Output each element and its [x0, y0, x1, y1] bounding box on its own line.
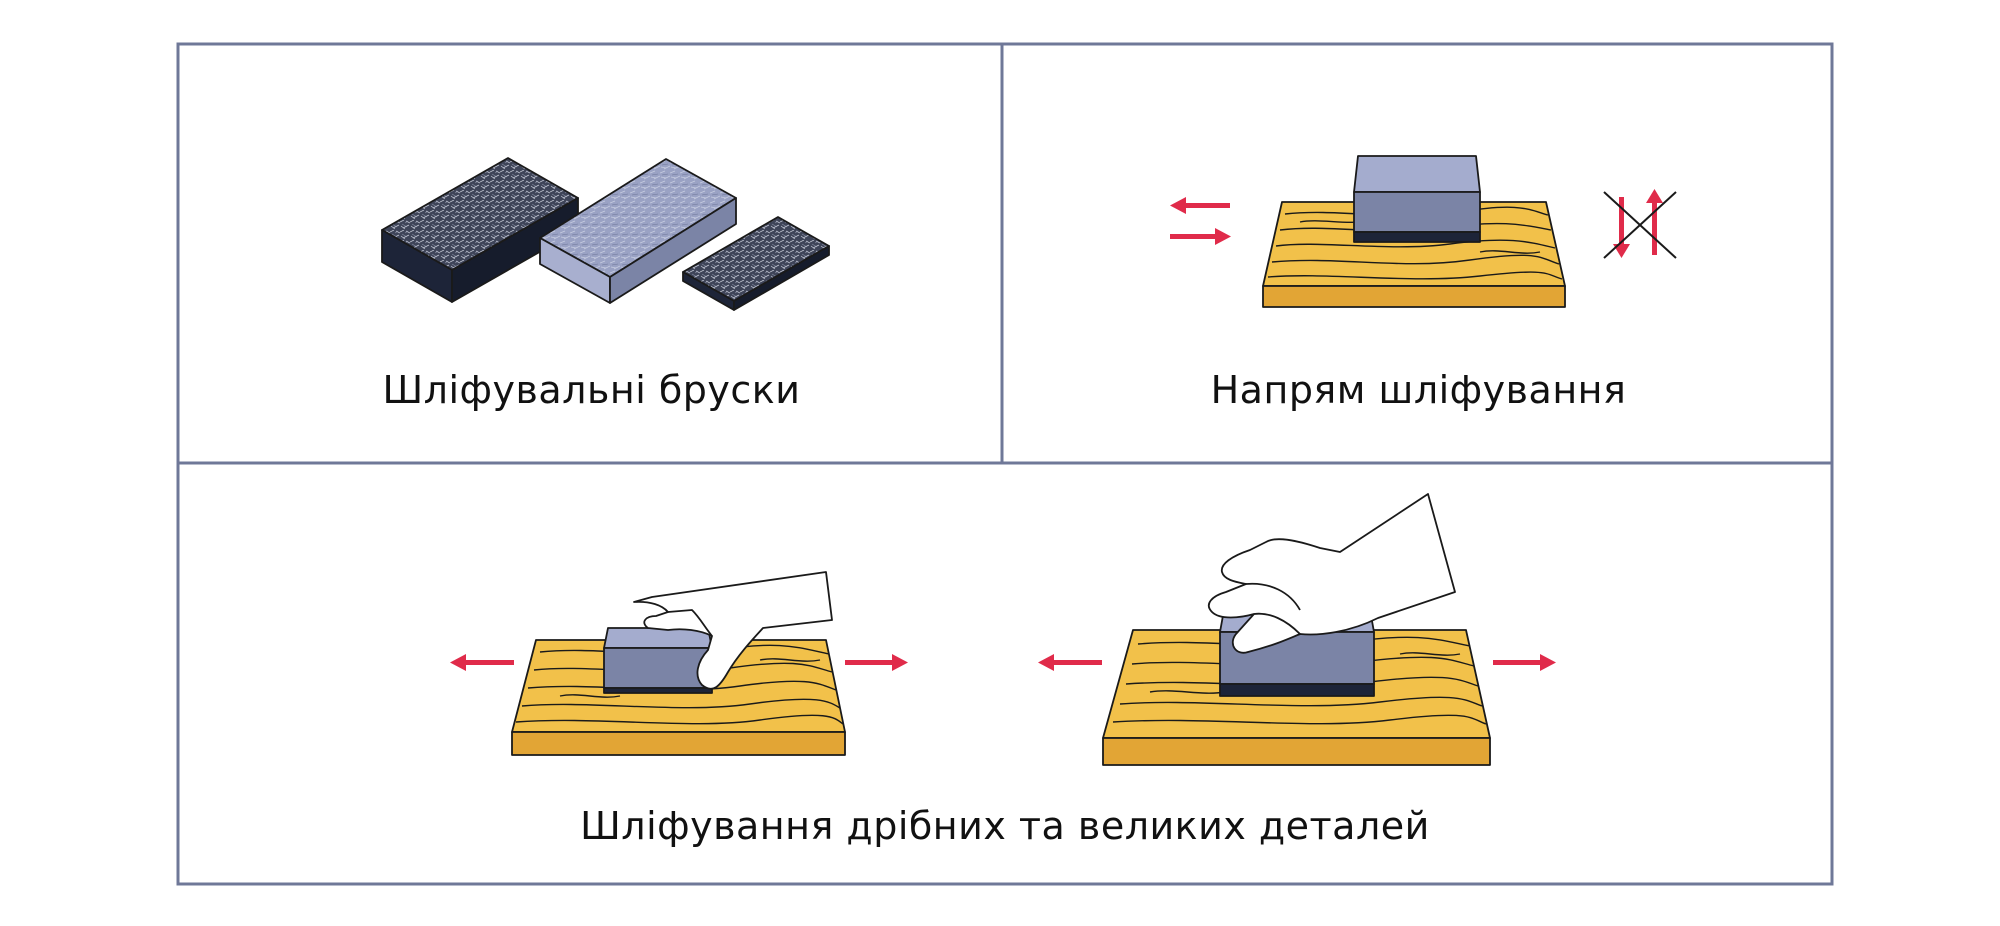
sanding-blocks-illustration [381, 157, 830, 311]
caption-small-and-large-parts: Шліфування дрібних та великих деталей [580, 804, 1430, 848]
caption-sanding-blocks: Шліфувальні бруски [382, 368, 801, 412]
small-part-sanding-illustration [450, 571, 908, 756]
arrow-right-icon [1170, 228, 1231, 245]
large-part-sanding-illustration [1038, 493, 1556, 766]
sanding-block-icon [1353, 155, 1481, 243]
hand-icon [1207, 493, 1456, 654]
hand-icon [633, 571, 833, 690]
crossed-vertical-arrows-icon [1603, 189, 1677, 259]
frame [176, 42, 1834, 886]
arrow-left-icon [1038, 654, 1102, 671]
sanding-block-icon [682, 216, 830, 311]
sanding-block-icon [539, 158, 737, 304]
sanding-block-icon [603, 627, 713, 694]
sanding-block-icon [381, 157, 579, 303]
arrow-right-icon [845, 654, 908, 671]
arrow-left-icon [1170, 197, 1230, 214]
arrow-right-icon [1493, 654, 1556, 671]
wood-board-icon [1102, 629, 1491, 766]
wood-board-icon [1262, 201, 1566, 308]
caption-sanding-direction: Напрям шліфування [1210, 368, 1627, 412]
arrow-left-icon [450, 654, 514, 671]
sanding-direction-illustration [1170, 155, 1677, 308]
